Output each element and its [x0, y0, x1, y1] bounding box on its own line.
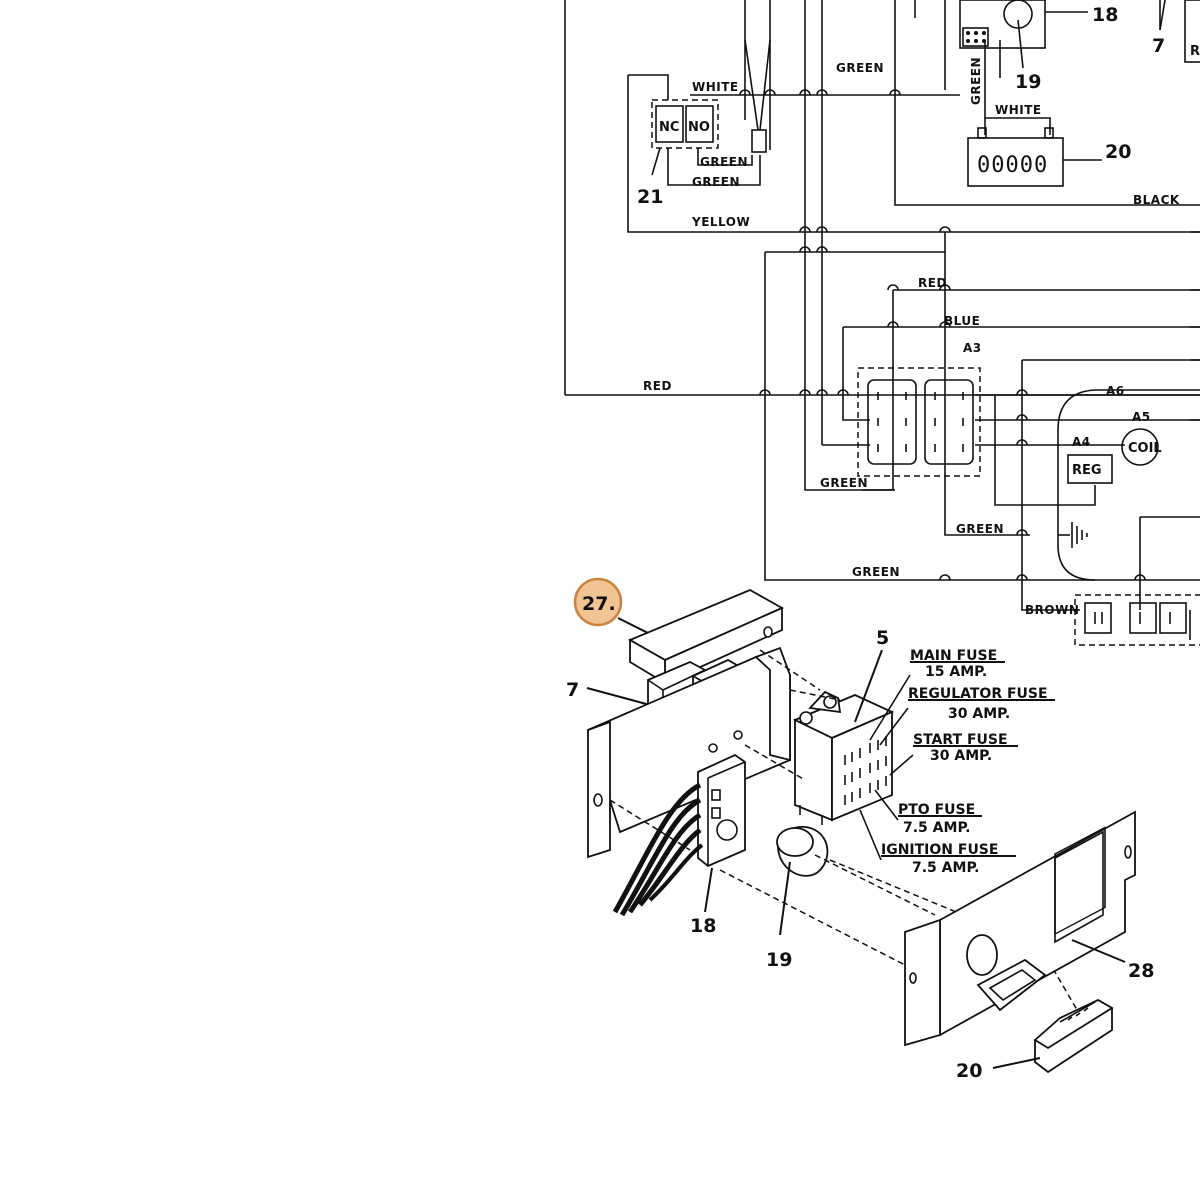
- callout-20-top: 20: [1105, 141, 1131, 163]
- fuse-start-name: START FUSE: [913, 732, 1008, 748]
- coil: COIL A5: [1121, 410, 1162, 466]
- wire-label-green-vertical: GREEN: [969, 57, 983, 105]
- fuse-ignition-name: IGNITION FUSE: [881, 842, 998, 858]
- callout-21: 21: [637, 186, 663, 208]
- indicator-19: 19: [766, 826, 829, 971]
- wire-label-green-bottom: GREEN: [852, 565, 900, 579]
- wire-label-white-left: WHITE: [692, 80, 739, 94]
- callout-7: 7: [566, 679, 579, 701]
- fuse-labels: MAIN FUSE 15 AMP. REGULATOR FUSE 30 AMP.…: [859, 648, 1055, 876]
- reg-label: REG: [1072, 463, 1102, 478]
- fuse-pto-rating: 7.5 AMP.: [903, 820, 970, 836]
- a3-label: A3: [963, 341, 982, 355]
- hour-meter-20: 20: [956, 998, 1114, 1082]
- a5-label: A5: [1132, 410, 1151, 424]
- mounting-plate: [586, 646, 791, 859]
- coil-label: COIL: [1128, 441, 1162, 456]
- fuse-main-name: MAIN FUSE: [910, 648, 997, 664]
- fuse-start-rating: 30 AMP.: [930, 748, 992, 764]
- dash-panel-28: 28: [904, 810, 1154, 1047]
- wire-labels: GREEN WHITE GREEN GREEN YELLOW WHITE BLA…: [643, 61, 1180, 617]
- callout-18: 18: [690, 915, 716, 937]
- hour-meter-digits: 00000: [977, 153, 1048, 178]
- fuse-regulator-rating: 30 AMP.: [948, 706, 1010, 722]
- fuse-main-rating: 15 AMP.: [925, 664, 987, 680]
- callout-5: 5: [876, 627, 889, 649]
- fuse-regulator-name: REGULATOR FUSE: [908, 686, 1048, 702]
- wire-label-white-right: WHITE: [995, 103, 1042, 117]
- wire-label-green-connector: GREEN: [820, 476, 868, 490]
- a4-label: A4: [1072, 435, 1091, 449]
- wire-label-a6: A6: [1106, 384, 1125, 398]
- relay-top-right: R 7: [1152, 0, 1200, 63]
- svg-text:R: R: [1190, 44, 1200, 59]
- wire-label-blue: BLUE: [944, 314, 980, 328]
- wire-label-green-relay-a: GREEN: [700, 155, 748, 169]
- callout-18-top: 18: [1092, 4, 1118, 26]
- connector-a3: A3: [857, 341, 982, 477]
- nc-no-switch[interactable]: NC NO 21: [637, 99, 719, 208]
- callout-19: 19: [766, 949, 792, 971]
- wire-label-red-upper: RED: [918, 276, 947, 290]
- callout-28: 28: [1128, 960, 1154, 982]
- callout-7-top: 7: [1152, 35, 1165, 57]
- no-label: NO: [688, 120, 710, 135]
- wire-label-brown: BROWN: [1025, 603, 1079, 617]
- nc-label: NC: [659, 120, 679, 135]
- fuse-block: 5: [792, 627, 895, 825]
- ignition-switch-schematic: 18 19: [959, 0, 1118, 93]
- diode: [751, 129, 767, 153]
- wire-label-yellow: YELLOW: [691, 215, 750, 229]
- wire-label-black: BLACK: [1133, 193, 1180, 207]
- regulator: REG A4: [1067, 435, 1113, 484]
- connector-ticks: [1190, 231, 1200, 421]
- wire-label-green-top: GREEN: [836, 61, 884, 75]
- wire-label-red-left: RED: [643, 379, 672, 393]
- wire-label-green-relay-b: GREEN: [692, 175, 740, 189]
- callout-27-label: 27.: [582, 593, 616, 615]
- schematic-wires: [564, 0, 1200, 640]
- crossover-marks: [739, 89, 1146, 581]
- brown-connector: [1074, 594, 1200, 646]
- wire-label-green-mid: GREEN: [956, 522, 1004, 536]
- fuse-pto-name: PTO FUSE: [898, 802, 975, 818]
- fuse-ignition-rating: 7.5 AMP.: [912, 860, 979, 876]
- callout-19-top: 19: [1015, 71, 1041, 93]
- callout-20: 20: [956, 1060, 982, 1082]
- hour-meter-schematic: 00000 20: [967, 127, 1131, 187]
- ignition-switch-18: 18: [612, 753, 746, 937]
